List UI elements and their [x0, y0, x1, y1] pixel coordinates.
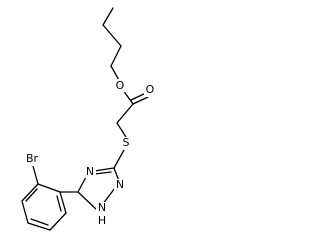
bond-n2-c3 — [113, 167, 120, 182]
carbonyl-oxygen-label: O — [146, 83, 155, 96]
bromine-label: Br — [26, 152, 39, 165]
bond-c3-n4-a — [93, 167, 115, 172]
bond-n4-c5 — [77, 176, 87, 193]
bond-ch2-s — [116, 122, 127, 138]
bond-butyl-3 — [110, 45, 122, 67]
bond-c5-n1 — [77, 191, 98, 211]
bond-ph-6 — [59, 191, 67, 214]
bond-butyl-1 — [102, 7, 114, 26]
bond-c3-n4-b — [94, 171, 112, 175]
ester-oxygen-label: O — [116, 79, 125, 92]
bond-ph-1 — [37, 183, 61, 193]
bond-ph-2 — [21, 183, 39, 202]
ring-nitrogen-right-label: N — [116, 178, 124, 191]
bond-ph-4 — [27, 222, 51, 231]
bond-o-carbonyl — [122, 89, 134, 105]
bond-carbonyl-double-a — [132, 96, 149, 105]
atom-labels: O O S N N N H Br — [22, 79, 156, 227]
bond-carbonyl-double-b — [130, 92, 147, 101]
bond-ph-5 — [49, 212, 67, 231]
bond-ph-6-inner — [56, 195, 62, 212]
bond-carbonyl-ch2 — [116, 103, 134, 124]
sulfur-label: S — [123, 136, 130, 149]
molecule-structure: O O S N N N H Br — [21, 7, 156, 231]
bond-butyl-2 — [102, 24, 122, 47]
bond-ph-3 — [21, 200, 29, 224]
ring-nitrogen-top-label: N — [86, 165, 94, 178]
bond-c-br — [32, 165, 39, 185]
ring-nh-nitrogen-label: N — [98, 201, 106, 214]
bond-ph-2-inner — [25, 188, 38, 202]
bond-ph-4-inner — [30, 218, 49, 226]
bonds — [21, 7, 149, 231]
bond-s-ring — [113, 149, 125, 169]
ring-nh-hydrogen-label: H — [98, 214, 106, 227]
